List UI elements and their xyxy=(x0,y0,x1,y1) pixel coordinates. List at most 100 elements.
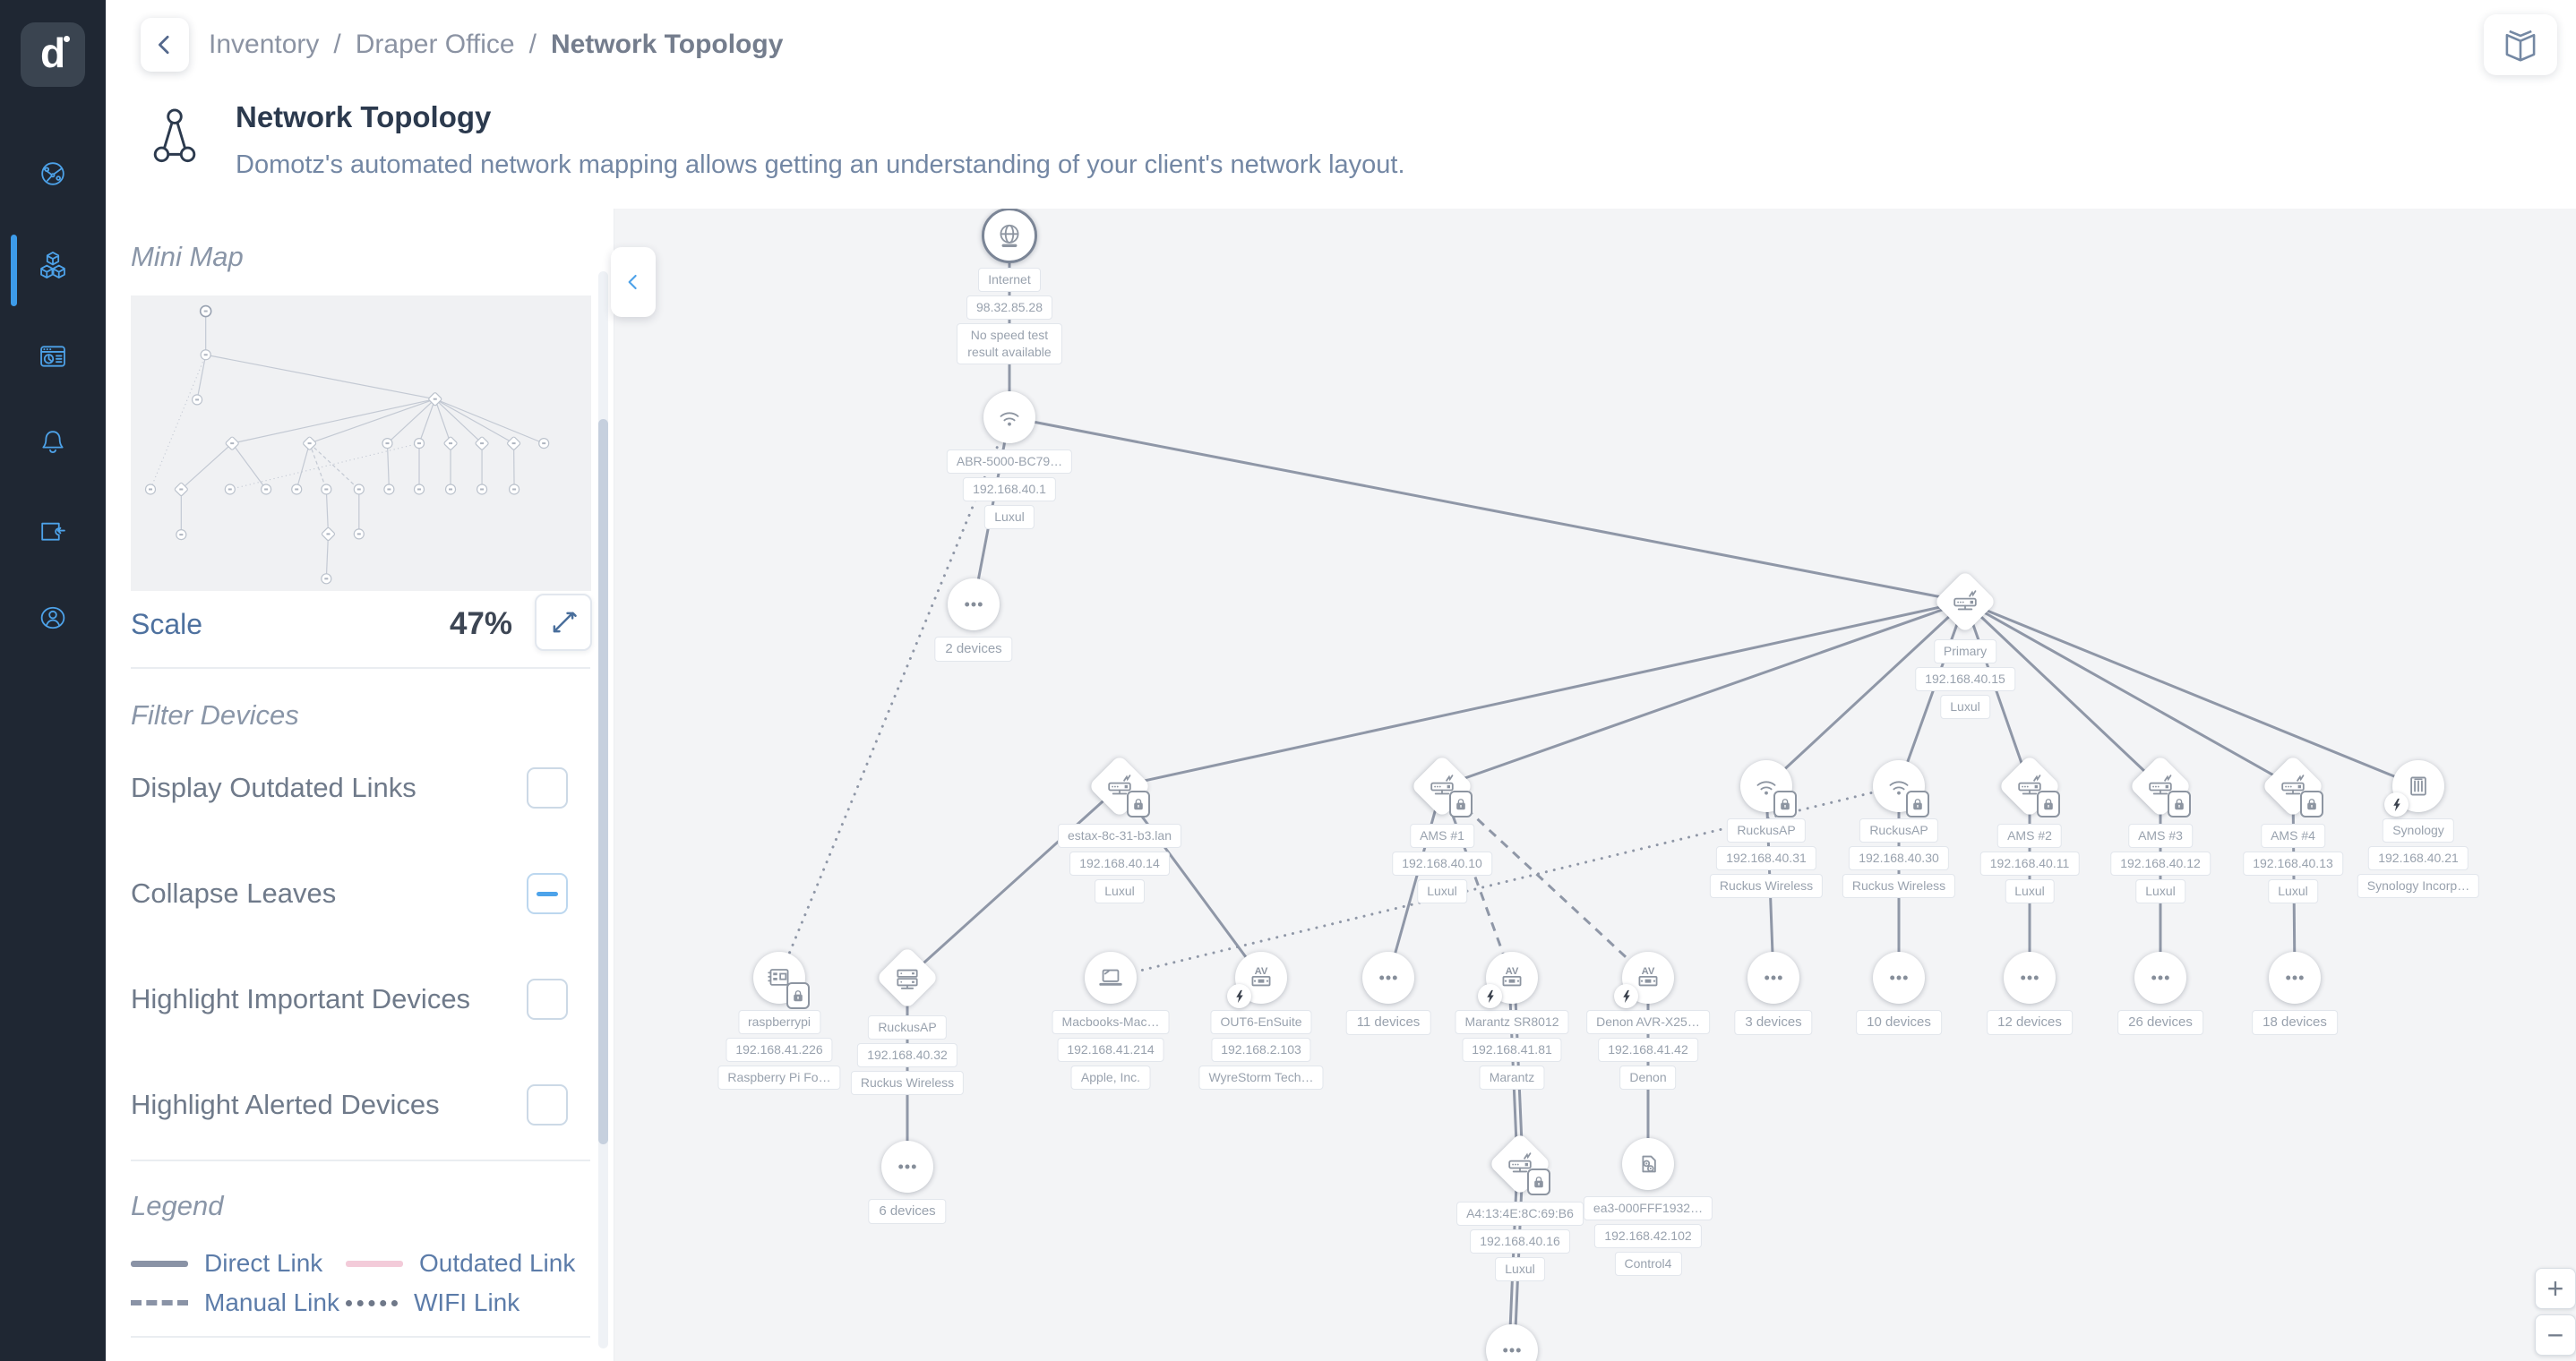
dots-icon xyxy=(898,1164,916,1169)
fit-to-screen-button[interactable] xyxy=(535,594,592,651)
device-label: AMS #3 xyxy=(2128,824,2193,848)
app-sidebar: d xyxy=(0,0,106,1361)
device-label: 192.168.40.16 xyxy=(1470,1228,1570,1254)
filter-row: Highlight Alerted Devices xyxy=(131,1052,568,1158)
dots-icon xyxy=(2151,975,2169,980)
knowledge-base-button[interactable] xyxy=(2484,14,2557,75)
mini-map[interactable] xyxy=(131,295,591,591)
divider xyxy=(131,1336,590,1338)
indeterminate-dash-icon xyxy=(537,891,558,896)
logo-dot xyxy=(64,36,70,42)
device-label: Macbooks-Mac… xyxy=(1052,1010,1170,1034)
legend-label: Manual Link xyxy=(204,1288,339,1316)
diamond-device-shape xyxy=(1488,1132,1552,1196)
wifi-icon xyxy=(1889,781,1909,795)
legend-item: Outdated Link xyxy=(346,1247,575,1280)
device-label: Ruckus Wireless xyxy=(1709,873,1824,898)
switch-icon xyxy=(1508,1152,1532,1173)
sidebar-item-account[interactable] xyxy=(28,593,78,643)
back-button[interactable] xyxy=(141,18,189,72)
device-label: 192.168.41.81 xyxy=(1462,1037,1562,1062)
breadcrumb-item[interactable]: Draper Office xyxy=(355,30,515,59)
sidebar-item-integrations[interactable] xyxy=(28,505,78,555)
topology-icon xyxy=(152,107,197,169)
circle-device-shape xyxy=(1873,952,1925,1004)
circle-device-shape xyxy=(1622,1138,1674,1190)
lock-badge xyxy=(1527,1168,1550,1195)
integrations-puzzle-icon xyxy=(41,522,65,541)
circle-device-shape xyxy=(2004,952,2056,1004)
filter-checkbox[interactable] xyxy=(527,767,568,809)
svg-text:AV: AV xyxy=(1255,966,1268,977)
zoom-in-button[interactable]: + xyxy=(2535,1268,2576,1309)
device-label: AMS #4 xyxy=(2261,824,2325,848)
diamond-device-shape xyxy=(1997,754,2062,818)
av-receiver-icon: AV xyxy=(1251,966,1271,987)
circle-device-shape xyxy=(2269,952,2321,1004)
wifi-icon xyxy=(1756,781,1776,795)
device-label: 192.168.40.31 xyxy=(1716,845,1816,870)
domotz-logo[interactable]: d xyxy=(21,22,85,87)
device-label: RuckusAP xyxy=(1727,818,1806,843)
panel-scrollbar-thumb[interactable] xyxy=(598,419,608,1144)
device-labels: 18 devices xyxy=(2252,1010,2338,1036)
device-label: estax-8c-31-b3.lan xyxy=(1058,824,1181,848)
sidebar-item-inventory[interactable] xyxy=(28,240,78,290)
filter-checkbox[interactable] xyxy=(527,979,568,1020)
breadcrumb-item[interactable]: Inventory xyxy=(209,30,320,59)
zoom-out-button[interactable]: − xyxy=(2535,1314,2576,1356)
filter-row: Display Outdated Links xyxy=(131,735,568,841)
device-label: 192.168.40.10 xyxy=(1392,851,1492,876)
device-label: OUT6-EnSuite xyxy=(1210,1010,1312,1034)
breadcrumb: Inventory/Draper Office/Network Topology xyxy=(209,18,783,72)
device-label: Luxul xyxy=(1095,878,1145,903)
device-label: Denon xyxy=(1619,1065,1677,1090)
device-label: No speed test result available xyxy=(957,322,1062,364)
av-receiver-icon: AV xyxy=(1502,966,1522,987)
sidebar-item-alerts[interactable] xyxy=(28,417,78,467)
sidebar-item-network[interactable] xyxy=(28,149,78,199)
device-label: Luxul xyxy=(1495,1256,1545,1281)
device-label: 98.32.85.28 xyxy=(966,295,1052,320)
dots-icon xyxy=(965,602,983,607)
filter-checkbox[interactable] xyxy=(527,1084,568,1126)
diamond-device-shape xyxy=(1410,754,1474,818)
bolt-icon xyxy=(2392,798,2400,811)
av-receiver-icon: AV xyxy=(1638,966,1658,987)
device-label: RuckusAP xyxy=(1859,818,1938,843)
bolt-icon xyxy=(1235,989,1243,1003)
link-direct xyxy=(906,784,1121,980)
filter-label: Highlight Alerted Devices xyxy=(131,1089,440,1120)
device-label: Luxul xyxy=(2135,878,2185,903)
svg-text:AV: AV xyxy=(1642,966,1655,977)
device-label: Ruckus Wireless xyxy=(850,1070,965,1095)
sidebar-item-dashboard[interactable] xyxy=(28,331,78,381)
device-label: Primary xyxy=(1933,639,1997,663)
circle-device-shape xyxy=(948,578,1000,630)
circle-device-shape: AV xyxy=(1235,952,1287,1004)
divider xyxy=(131,667,590,669)
circle-device-shape xyxy=(982,209,1037,263)
bolt-badge xyxy=(1478,984,1502,1008)
lock-badge xyxy=(2168,791,2191,817)
device-label: RuckusAP xyxy=(868,1015,947,1040)
diamond-device-shape xyxy=(2128,754,2193,818)
filters-title: Filter Devices xyxy=(131,699,299,731)
link-direct xyxy=(1765,600,1967,788)
device-label: Synology xyxy=(2383,818,2454,843)
legend-label: Outdated Link xyxy=(419,1249,576,1277)
filter-checkbox[interactable] xyxy=(527,873,568,914)
device-label: 192.168.41.42 xyxy=(1598,1037,1698,1062)
device-label: Internet xyxy=(978,268,1041,292)
lock-badge xyxy=(2300,791,2323,817)
book-icon xyxy=(2505,30,2536,62)
link-direct xyxy=(1963,601,2031,787)
collapse-panel-button[interactable] xyxy=(611,247,656,317)
page-title: Network Topology xyxy=(236,100,492,133)
